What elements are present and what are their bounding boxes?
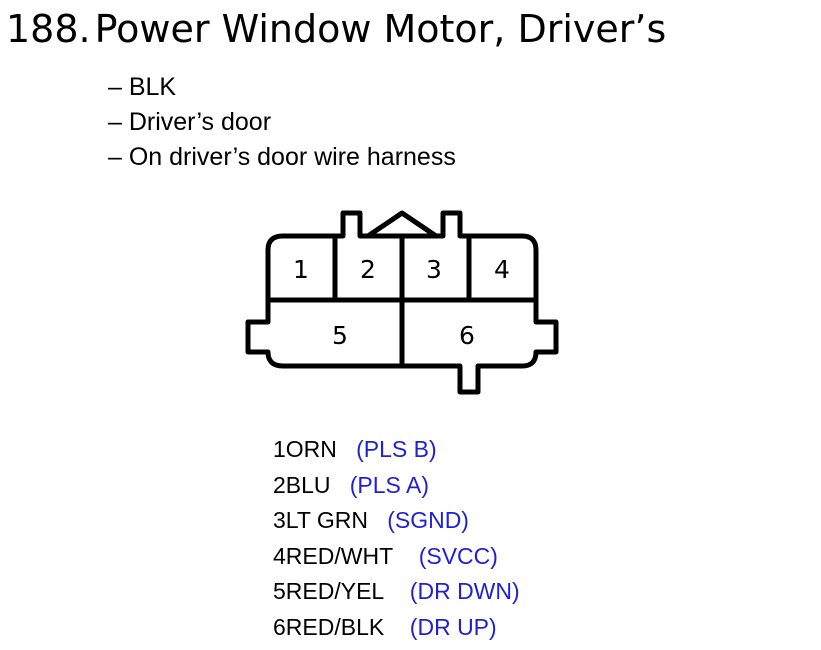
pin-signal: (SVCC) — [418, 542, 498, 569]
note-harness: – On driver’s door wire harness — [108, 143, 456, 171]
pin-number: 4 — [273, 542, 286, 569]
cell-label-2: 2 — [360, 255, 376, 284]
cell-label-4: 4 — [494, 255, 510, 284]
connector-diagram: 1 2 3 4 5 6 — [245, 210, 559, 395]
cell-label-6: 6 — [459, 321, 475, 350]
pin-wire: RED/WHT — [285, 542, 394, 569]
page-title: 188.Power Window Motor, Driver’s — [6, 6, 666, 52]
pin-list: 1ORN (PLS B) 2BLU (PLS A) 3LT GRN (SGND)… — [273, 432, 520, 645]
pin-number: 2 — [273, 471, 286, 498]
pin-signal: (PLS B) — [356, 436, 437, 462]
cell-label-5: 5 — [332, 321, 348, 350]
pin-signal: (DR DWN) — [409, 578, 520, 604]
pin-row: 4RED/WHT (SVCC) — [273, 539, 520, 575]
pin-row: 5RED/YEL (DR DWN) — [273, 574, 520, 610]
pin-signal: (DR UP) — [409, 613, 497, 640]
connector-housing — [245, 210, 559, 395]
pin-wire: LT GRN — [285, 507, 369, 533]
note-color: – BLK — [108, 73, 177, 101]
cell-label-1: 1 — [293, 255, 309, 284]
connector-notes: – BLK – Driver’s door – On driver’s door… — [108, 70, 456, 175]
pin-number: 3 — [273, 507, 286, 533]
pin-number: 5 — [273, 578, 286, 604]
pin-signal: (PLS A) — [349, 471, 429, 498]
title-number: 188. — [6, 7, 91, 51]
pin-signal: (SGND) — [387, 507, 469, 533]
note-location: – Driver’s door — [108, 108, 272, 136]
cell-label-3: 3 — [426, 255, 442, 284]
pin-number: 1 — [273, 436, 286, 462]
pin-row: 1ORN (PLS B) — [273, 432, 520, 468]
pin-row: 2BLU (PLS A) — [273, 468, 520, 504]
connector-latch — [365, 210, 439, 239]
pin-wire: RED/BLK — [285, 613, 385, 640]
pin-number: 6 — [273, 613, 286, 640]
title-text: Power Window Motor, Driver’s — [94, 7, 667, 51]
pin-row: 3LT GRN (SGND) — [273, 503, 520, 539]
pin-wire: ORN — [285, 436, 337, 462]
pin-wire: BLU — [285, 471, 331, 498]
pin-wire: RED/YEL — [285, 578, 385, 604]
pin-row: 6RED/BLK (DR UP) — [273, 610, 520, 646]
